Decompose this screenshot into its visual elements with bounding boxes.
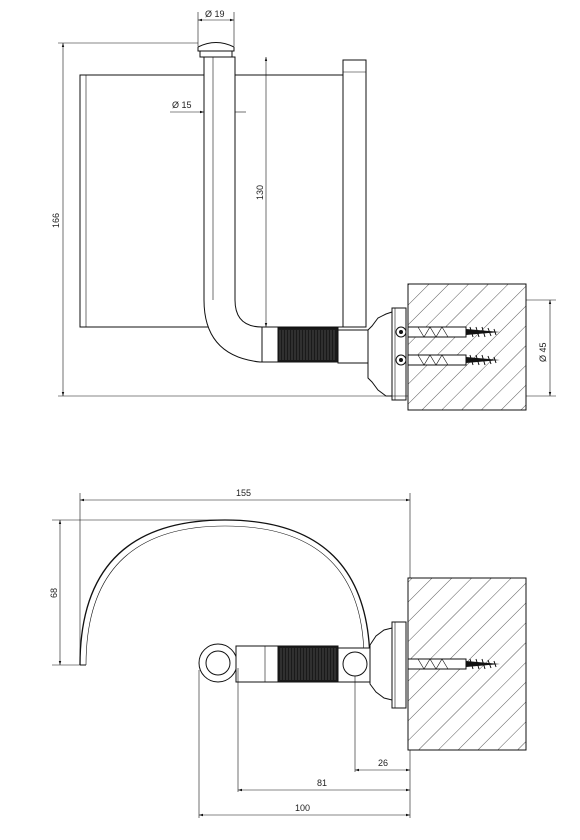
dim-depth: 68 xyxy=(49,588,59,598)
dim-offset-small: 26 xyxy=(378,758,388,768)
dim-width: 155 xyxy=(236,488,251,498)
wall-section xyxy=(407,283,527,411)
wall-screws xyxy=(407,326,500,366)
paper-guard xyxy=(79,519,371,666)
dim-offset-total: 100 xyxy=(295,803,310,813)
knurled-collar xyxy=(277,327,339,363)
holder-rod xyxy=(203,56,277,363)
dim-offset-mid: 81 xyxy=(317,778,327,788)
wall-rosette xyxy=(367,311,393,397)
wall-rosette-top xyxy=(369,627,393,701)
wall-screw-top xyxy=(407,658,500,670)
top-cap xyxy=(197,42,235,52)
dim-top-diameter: Ø 19 xyxy=(205,9,225,19)
dim-total-height: 166 xyxy=(51,213,61,228)
post-circle xyxy=(342,651,368,677)
dim-base-diameter: Ø 45 xyxy=(538,342,548,362)
dim-rod-diameter: Ø 15 xyxy=(172,100,192,110)
front-view: Ø 19 Ø 15 130 166 Ø 45 xyxy=(51,9,556,411)
holder-post xyxy=(342,59,367,328)
dim-inner-height: 130 xyxy=(255,185,265,200)
top-view: 155 68 26 81 100 xyxy=(49,488,527,818)
